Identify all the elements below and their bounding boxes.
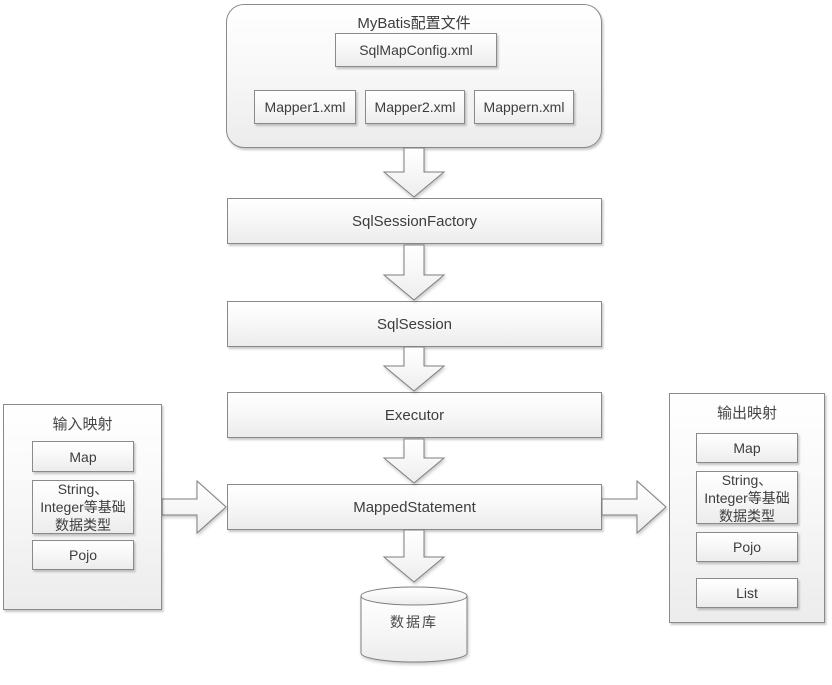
input-panel-title: 输入映射 bbox=[52, 416, 113, 433]
mappedstatement-box: MappedStatement bbox=[227, 484, 602, 530]
output-basic-types-box: String、Integer等基础数据类型 bbox=[696, 471, 798, 524]
config-files-container: MyBatis配置文件 SqlMapConfig.xml Mapper1.xml… bbox=[226, 4, 602, 148]
database-cylinder: 数据库 bbox=[360, 586, 468, 664]
output-pojo-box: Pojo bbox=[696, 532, 798, 562]
input-basic-types-label: String、Integer等基础数据类型 bbox=[40, 481, 126, 533]
executor-box: Executor bbox=[227, 392, 602, 438]
down-arrow-icon bbox=[382, 529, 446, 583]
output-map-box: Map bbox=[696, 433, 798, 463]
input-mapping-panel: 输入映射 Map String、Integer等基础数据类型 Pojo bbox=[3, 404, 162, 610]
sqlsession-box: SqlSession bbox=[227, 301, 602, 347]
output-list-box: List bbox=[696, 578, 798, 608]
input-pojo-box: Pojo bbox=[32, 540, 134, 570]
statement-to-output-arrow-icon bbox=[601, 479, 667, 535]
input-to-statement-arrow-icon bbox=[161, 479, 227, 535]
input-map-box: Map bbox=[32, 441, 134, 472]
config-container-title: MyBatis配置文件 bbox=[357, 15, 471, 32]
down-arrow-icon bbox=[382, 244, 446, 301]
mappern-box: Mappern.xml bbox=[474, 90, 574, 124]
sqlmapconfig-box: SqlMapConfig.xml bbox=[335, 33, 497, 67]
input-basic-types-box: String、Integer等基础数据类型 bbox=[32, 480, 134, 534]
database-label: 数据库 bbox=[390, 614, 438, 630]
mapper2-box: Mapper2.xml bbox=[365, 90, 465, 124]
sqlsessionfactory-box: SqlSessionFactory bbox=[227, 198, 602, 244]
down-arrow-icon bbox=[382, 346, 446, 392]
down-arrow-icon bbox=[382, 147, 446, 198]
output-mapping-panel: 输出映射 Map String、Integer等基础数据类型 Pojo List bbox=[669, 393, 825, 623]
output-basic-types-label: String、Integer等基础数据类型 bbox=[704, 471, 790, 524]
mapper1-box: Mapper1.xml bbox=[254, 90, 356, 124]
output-panel-title: 输出映射 bbox=[716, 405, 777, 422]
down-arrow-icon bbox=[382, 438, 446, 484]
